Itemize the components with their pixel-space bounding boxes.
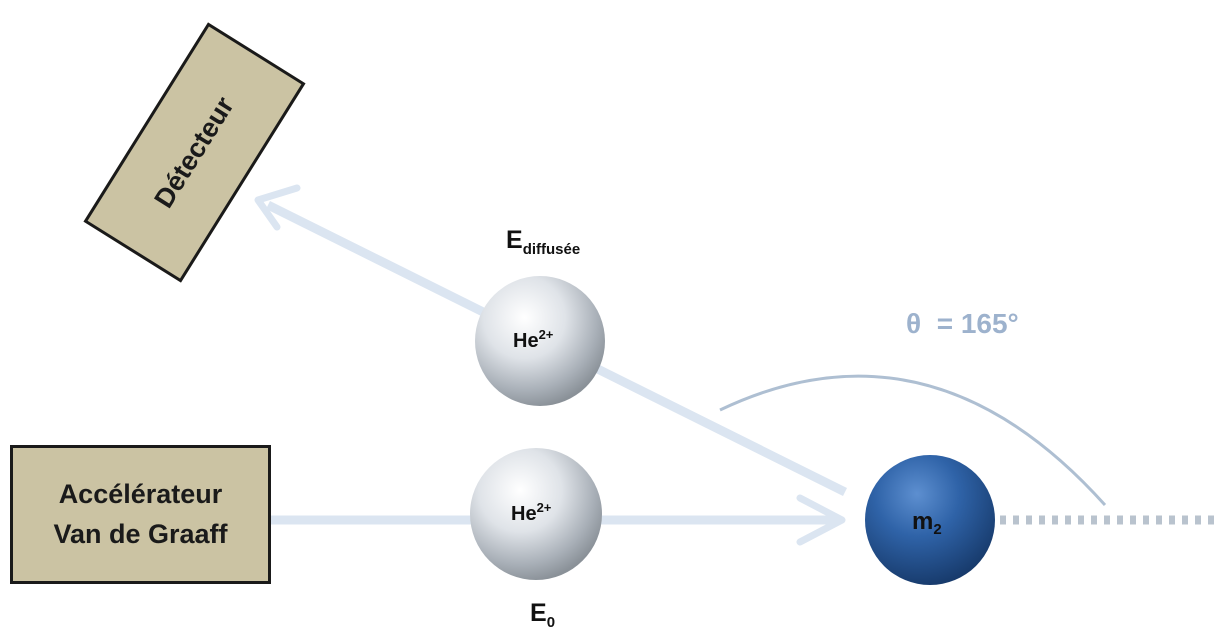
- incident-energy-label: E0: [530, 599, 555, 631]
- ion-scattered-sphere: [475, 276, 605, 406]
- scattered-energy-label: Ediffusée: [506, 226, 580, 258]
- detector-label: Détecteur: [148, 91, 240, 214]
- target-mass-subscript: 2: [933, 521, 942, 538]
- scattered-energy-subscript: diffusée: [522, 241, 581, 258]
- angle-arc: [719, 374, 1107, 507]
- ion-scattered-symbol: He: [513, 330, 539, 352]
- incident-beam-arrowhead: [796, 494, 846, 546]
- target-mass-symbol: m: [912, 508, 934, 535]
- ion-incident-charge: 2+: [536, 500, 552, 515]
- target-mass-label: m2: [912, 508, 942, 538]
- scattered-beam-arrowhead: [254, 184, 301, 231]
- ion-incident-symbol: He: [511, 503, 537, 525]
- ion-incident-sphere: [470, 448, 602, 580]
- accelerator-label-line2: Van de Graaff: [53, 518, 228, 549]
- target-sphere: [865, 455, 995, 585]
- ion-scattered-charge: 2+: [538, 327, 554, 342]
- accelerator-label-line1: Accélérateur: [58, 479, 223, 510]
- scattering-angle-label: θ = 165°: [906, 308, 1019, 340]
- incident-energy-symbol: E: [530, 599, 547, 627]
- incident-energy-subscript: 0: [546, 614, 556, 631]
- ion-scattered-label: He2+: [513, 327, 553, 353]
- theta-symbol: θ: [906, 308, 922, 339]
- angle-value: = 165°: [936, 308, 1019, 339]
- ion-incident-label: He2+: [511, 500, 551, 526]
- accelerator-box: Accélérateur Van de Graaff: [10, 445, 271, 584]
- scattered-energy-symbol: E: [506, 226, 523, 254]
